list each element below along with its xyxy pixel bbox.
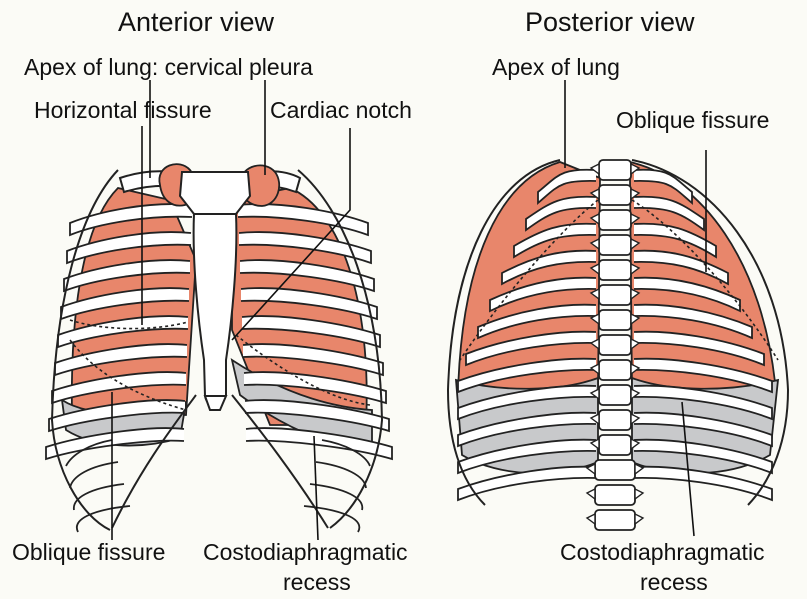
vertebra (599, 185, 631, 205)
vertebra (599, 260, 631, 280)
label-posterior-apex: Apex of lung (492, 54, 620, 80)
vertebra (595, 460, 635, 480)
label-posterior-recess-line1: Costodiaphragmatic (560, 539, 765, 565)
vertebral-column (587, 160, 643, 530)
vertebra (599, 410, 631, 430)
label-cardiac-notch: Cardiac notch (270, 97, 412, 123)
anterior-view (46, 164, 392, 532)
vertebra (599, 360, 631, 380)
vertebra (595, 485, 635, 505)
vertebra (595, 510, 635, 530)
anterior-lower-rib-left (310, 484, 362, 510)
label-posterior-oblique-fissure: Oblique fissure (616, 107, 769, 133)
label-posterior-recess-line2: recess (640, 569, 708, 595)
label-horizontal-fissure: Horizontal fissure (34, 97, 212, 123)
leader-anterior-recess (314, 436, 318, 540)
anterior-rib-right (46, 428, 184, 459)
posterior-title: Posterior view (525, 7, 695, 37)
vertebra (599, 160, 631, 180)
posterior-view (448, 160, 788, 530)
vertebra (599, 235, 631, 255)
vertebra (599, 285, 631, 305)
label-anterior-apex: Apex of lung: cervical pleura (24, 54, 313, 80)
label-anterior-recess-line2: recess (283, 569, 351, 595)
vertebra (599, 210, 631, 230)
label-anterior-recess-line1: Costodiaphragmatic (203, 539, 408, 565)
posterior-rib-left (634, 467, 772, 500)
vertebra (599, 335, 631, 355)
vertebra (599, 310, 631, 330)
anterior-xiphoid (205, 396, 226, 410)
label-anterior-oblique-fissure: Oblique fissure (12, 539, 165, 565)
vertebra (599, 385, 631, 405)
posterior-rib-right (458, 467, 596, 500)
anterior-lower-rib-left (304, 506, 359, 532)
anterior-lower-rib-right (70, 462, 118, 488)
anterior-lower-rib-left (316, 462, 366, 488)
anterior-title: Anterior view (118, 7, 275, 37)
vertebra (599, 435, 631, 455)
